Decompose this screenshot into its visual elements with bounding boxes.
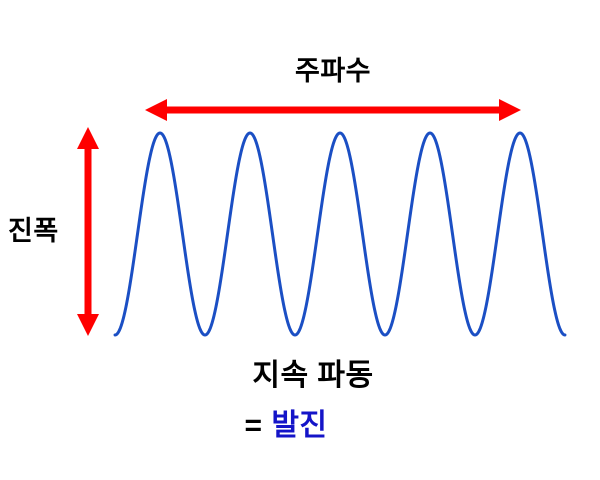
- frequency-arrow-right-head-icon: [499, 99, 521, 121]
- continuous-wave-label: 지속 파동: [0, 361, 600, 391]
- amplitude-arrow-shaft: [84, 143, 92, 320]
- amplitude-arrow-down-head-icon: [77, 314, 99, 336]
- oscillation-label: = 발진: [0, 411, 600, 441]
- continuous-wave-curve: [113, 131, 567, 337]
- oscillation-label-group: = 발진: [244, 409, 327, 442]
- frequency-arrow-shaft: [161, 106, 505, 114]
- continuous-wave-label-text: 지속 파동: [252, 359, 374, 392]
- amplitude-label: 진폭: [8, 216, 59, 246]
- frequency-span-arrow: [145, 99, 521, 121]
- frequency-arrow-left-head-icon: [145, 99, 167, 121]
- frequency-label: 주파수: [0, 58, 600, 85]
- equals-sign: =: [244, 409, 263, 442]
- amplitude-span-arrow: [77, 127, 99, 336]
- amplitude-arrow-up-head-icon: [77, 127, 99, 149]
- oscillation-term: 발진: [271, 409, 328, 442]
- frequency-label-text: 주파수: [294, 56, 372, 86]
